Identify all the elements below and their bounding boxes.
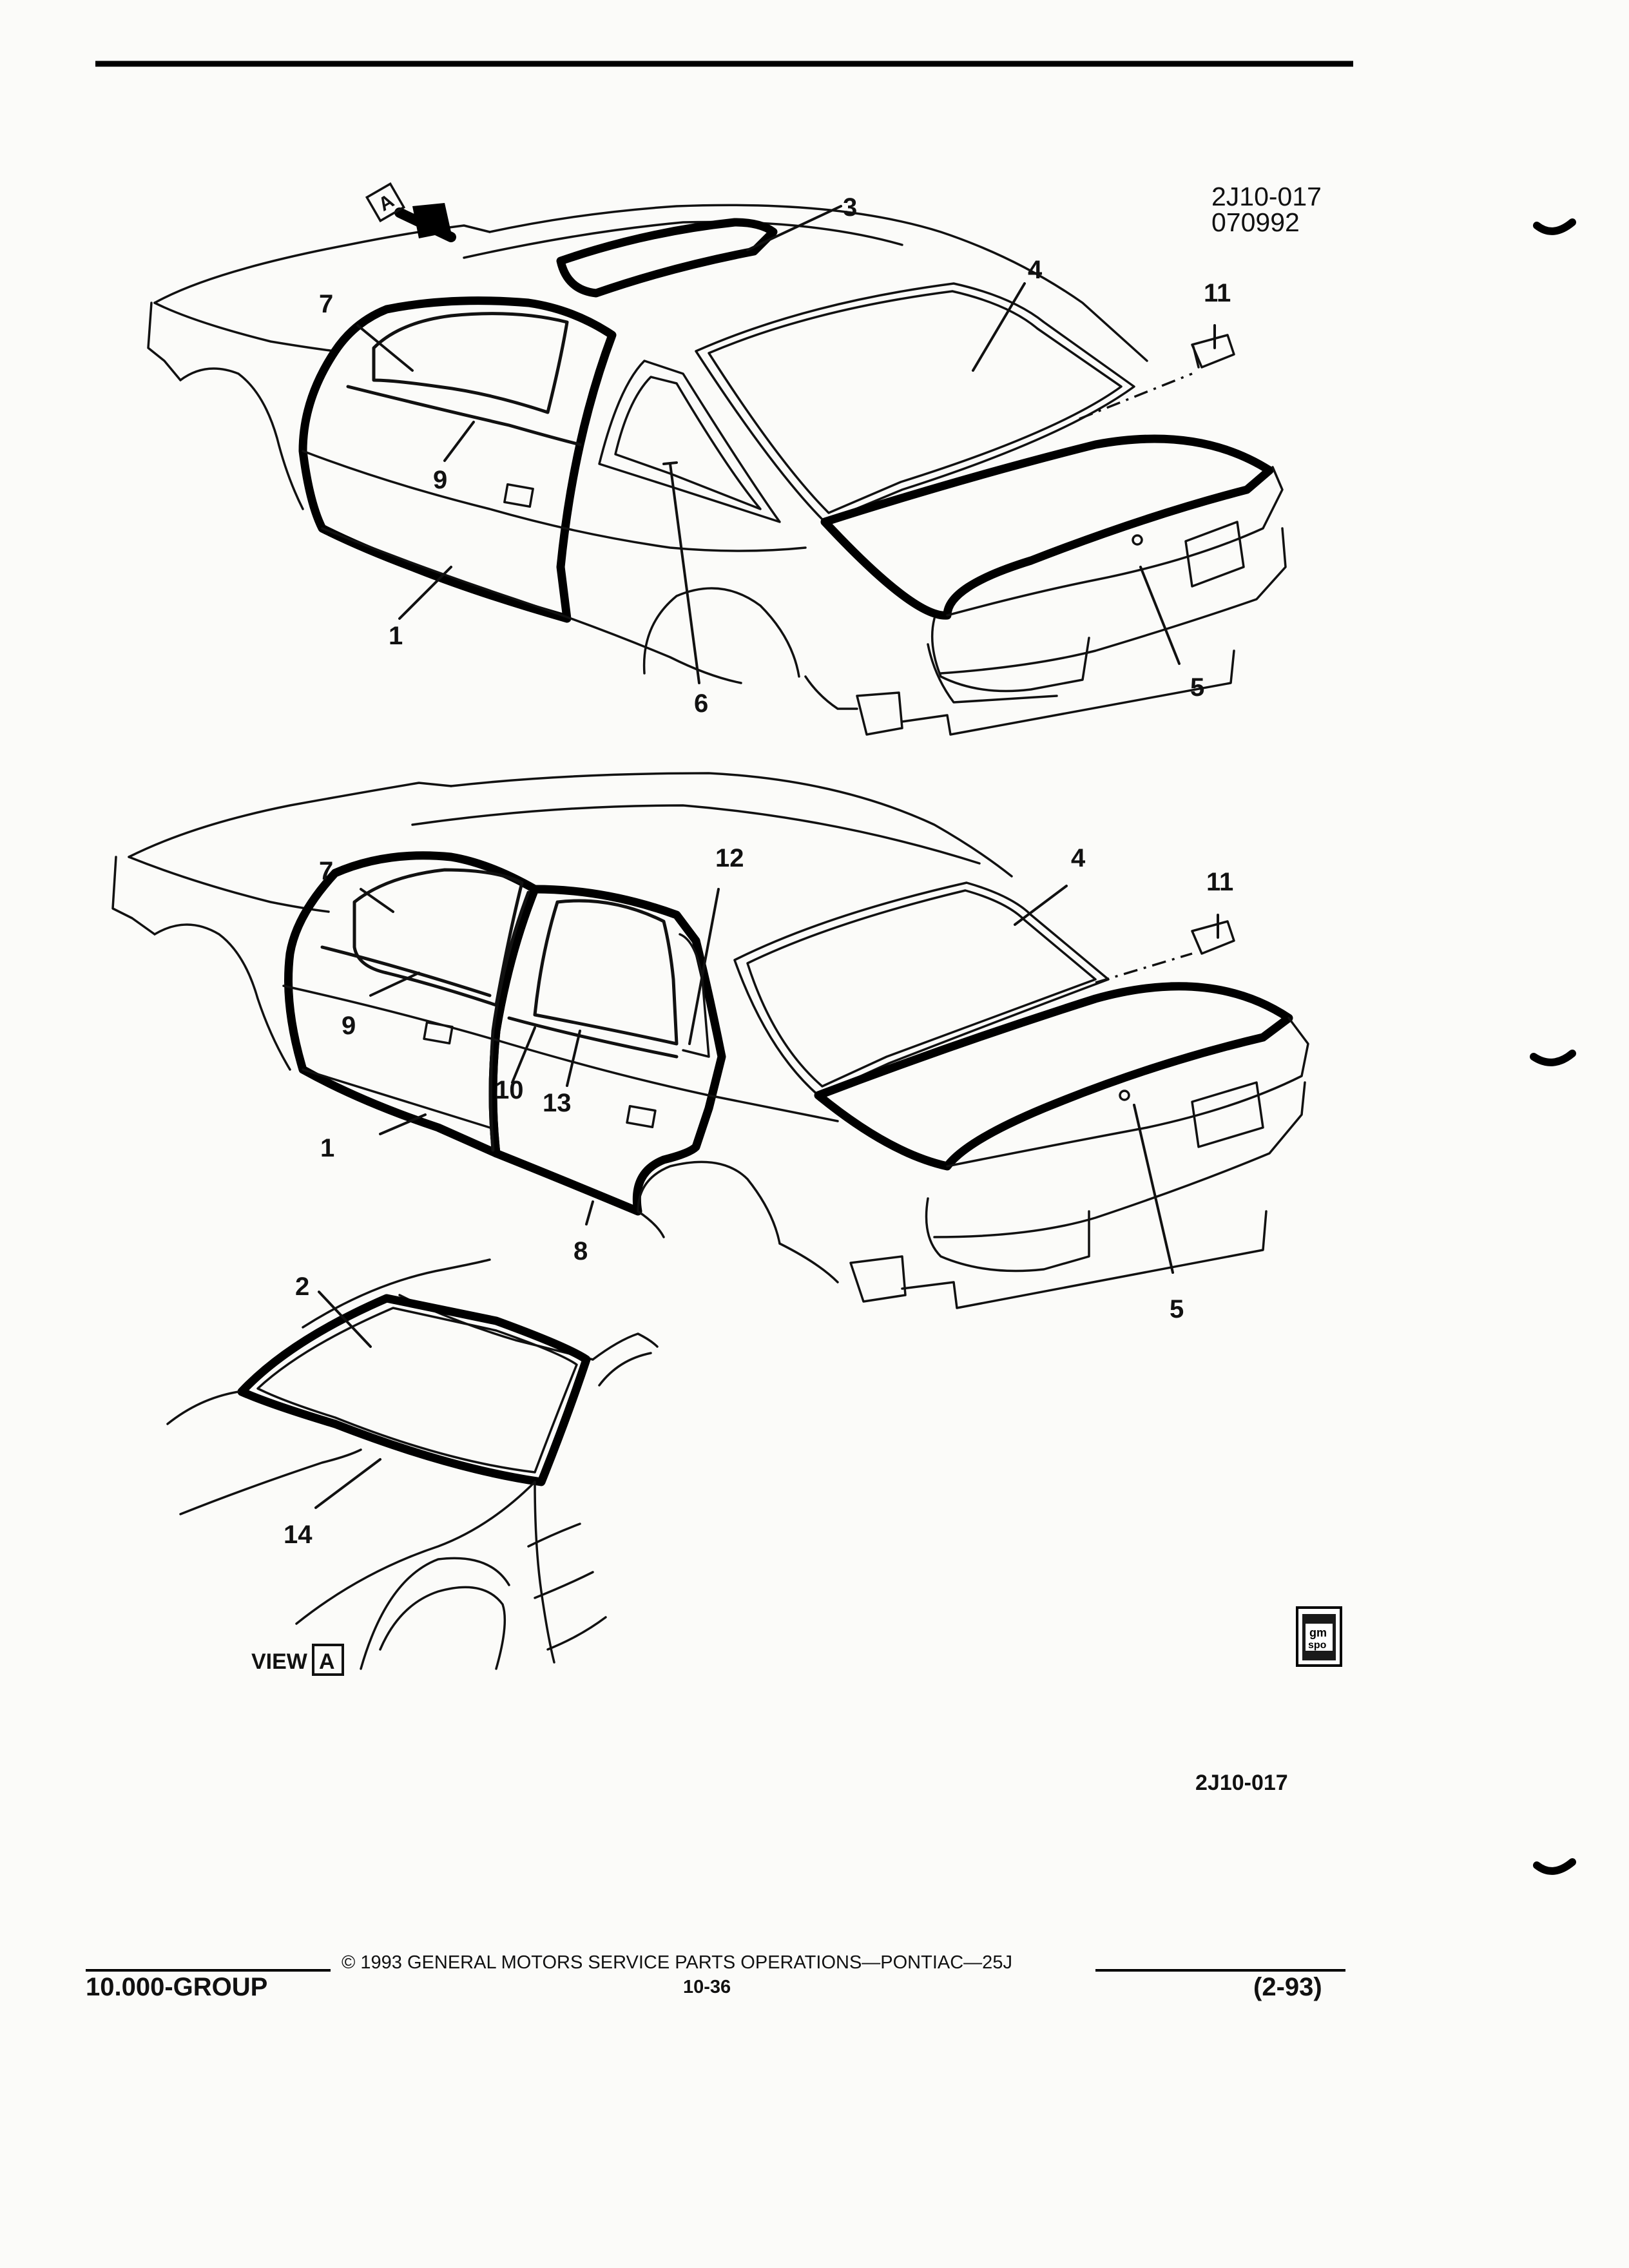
callout-3: 3 — [843, 193, 857, 222]
view-letter: A — [319, 1649, 335, 1674]
callout-6: 6 — [694, 689, 708, 718]
svg-text:gm: gm — [1309, 1626, 1327, 1639]
drawing-date: 070992 — [1211, 207, 1300, 237]
figure-reference: 2J10-017 — [1195, 1771, 1288, 1795]
sedan-leader-lines — [360, 885, 1219, 1274]
binding-mark — [1530, 1050, 1576, 1066]
callout-12: 12 — [715, 844, 744, 872]
callout-11-coupe: 11 — [1204, 279, 1231, 307]
callout-5-sedan: 5 — [1170, 1295, 1184, 1323]
view-word: VIEW — [251, 1649, 308, 1674]
callout-4-sedan: 4 — [1071, 844, 1086, 872]
coupe-leader-lines — [356, 205, 1216, 684]
callout-5-coupe: 5 — [1190, 673, 1204, 702]
footer-group: 10.000-GROUP — [86, 1973, 268, 2001]
callout-7-sedan: 7 — [319, 857, 333, 885]
svg-text:spo: spo — [1308, 1640, 1327, 1651]
callout-8: 8 — [574, 1237, 588, 1265]
view-a-leader-lines — [314, 1291, 381, 1509]
coupe-body-illustration: A — [147, 182, 1287, 736]
callout-11-sedan: 11 — [1206, 868, 1233, 896]
callout-10: 10 — [495, 1076, 524, 1104]
callout-14: 14 — [284, 1521, 313, 1549]
footer-copyright: © 1993 GENERAL MOTORS SERVICE PARTS OPER… — [342, 1952, 1012, 1973]
footer-rule-right — [1095, 1969, 1345, 1972]
callout-2: 2 — [295, 1273, 309, 1301]
callout-1-coupe: 1 — [389, 622, 403, 650]
gm-spo-logo: gm spo — [1296, 1606, 1342, 1667]
view-letter-box — [312, 1644, 344, 1676]
callout-1-sedan: 1 — [320, 1134, 334, 1162]
footer-page-number: 10-36 — [683, 1977, 731, 1997]
callout-numbers: 7 9 3 4 11 5 1 6 7 12 4 11 9 10 13 1 8 5… — [284, 193, 1233, 1549]
binding-mark — [1533, 1858, 1576, 1875]
view-a-label: VIEW A — [251, 1644, 344, 1676]
callout-7-coupe: 7 — [319, 290, 333, 318]
footer-revision: (2-93) — [1253, 1973, 1322, 2001]
binding-mark — [1533, 218, 1576, 235]
footer-rule-left — [86, 1969, 331, 1972]
sedan-body-illustration — [111, 772, 1309, 1309]
callout-9-coupe: 9 — [433, 466, 447, 494]
view-a-windshield-illustration — [166, 1258, 659, 1670]
callout-4-coupe: 4 — [1028, 256, 1043, 284]
callout-9-sedan: 9 — [342, 1012, 356, 1040]
callout-13: 13 — [543, 1089, 572, 1117]
drawing-number: 2J10-017 — [1211, 182, 1322, 211]
